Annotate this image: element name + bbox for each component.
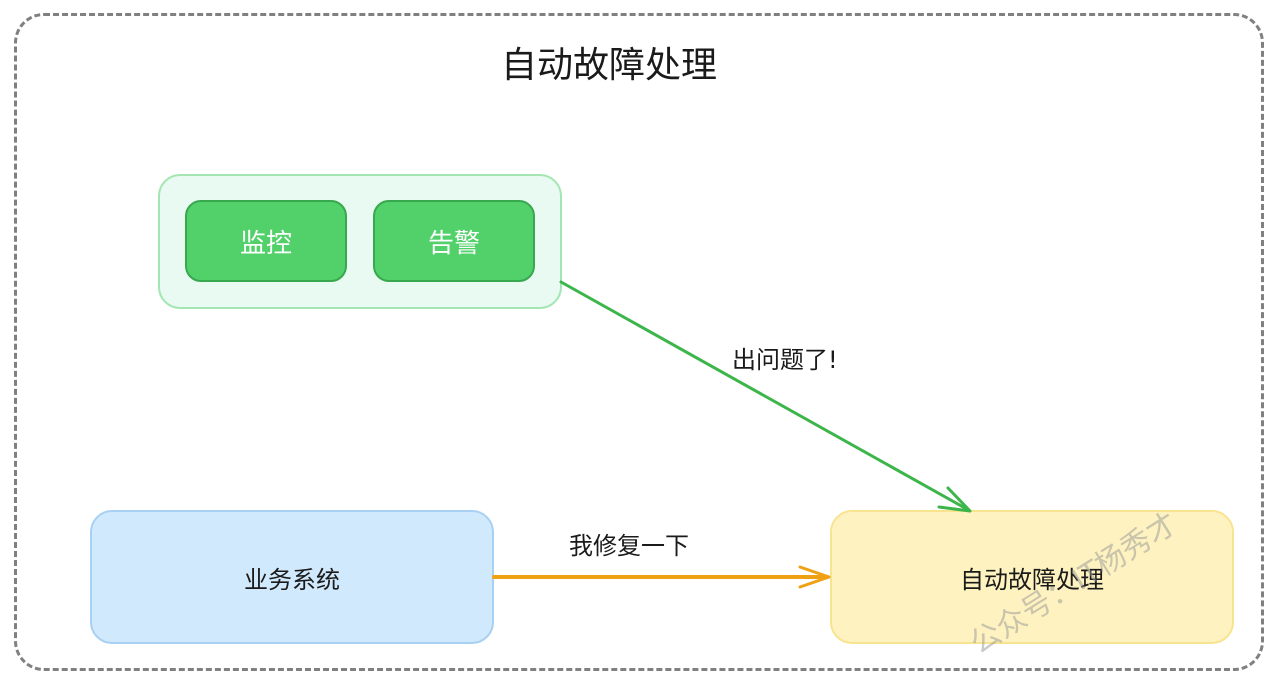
business-system-node: 业务系统	[90, 510, 494, 644]
alert-node: 告警	[373, 200, 535, 282]
monitor-node: 监控	[185, 200, 347, 282]
problem-arrow-head	[937, 486, 972, 513]
auto-fault-handling-label: 自动故障处理	[960, 565, 1104, 594]
alert-node-label: 告警	[427, 228, 480, 259]
monitor-node-label: 监控	[239, 228, 292, 259]
fix-edge-label: 我修复一下	[569, 532, 689, 560]
diagram-frame	[14, 13, 1264, 671]
business-system-label: 业务系统	[244, 565, 340, 594]
fix-arrow-head	[798, 565, 831, 589]
problem-arrow-line	[559, 280, 967, 510]
auto-fault-handling-node: 自动故障处理	[830, 510, 1234, 644]
diagram-title: 自动故障处理	[500, 45, 717, 86]
problem-edge-label: 出问题了!	[732, 346, 838, 374]
